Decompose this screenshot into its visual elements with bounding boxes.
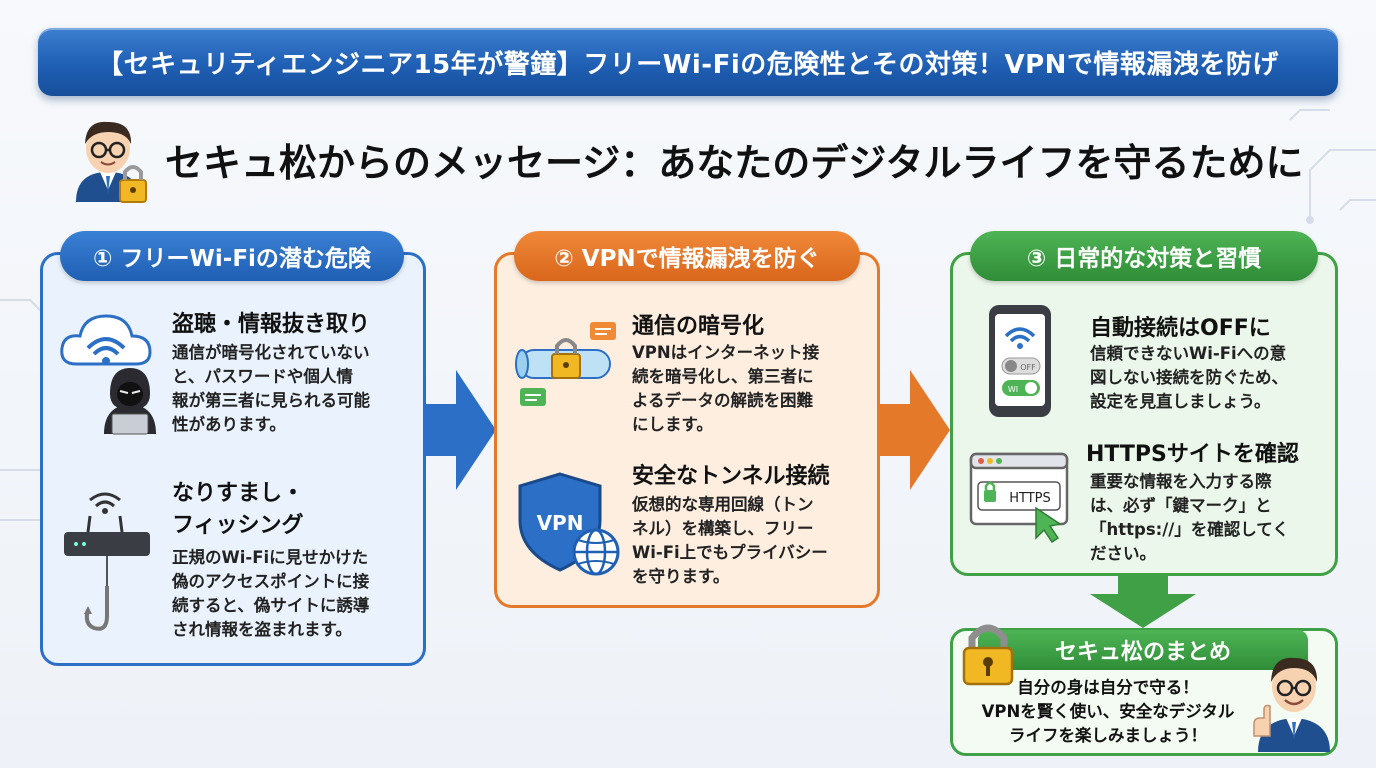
item-phishing-heading: なりすまし・ フィッシング: [172, 478, 304, 542]
cloud-wifi-icon: [60, 314, 152, 366]
summary-title: セキュ松のまとめ: [978, 630, 1308, 670]
heading-line: なりすまし・: [172, 481, 305, 506]
heading-line: フィッシング: [172, 513, 304, 538]
panel-1-label: ① フリーWi-Fiの潜む危険: [60, 231, 404, 281]
text-line: 偽のアクセスポイントに接: [172, 572, 370, 591]
title-banner: 【セキュリティエンジニア15年が警鐘】フリーWi-Fiの危険性とその対策！VPN…: [38, 28, 1338, 96]
message-title: セキュ松からのメッセージ：あなたのデジタルライフを守るために: [165, 141, 1304, 185]
text-line: 通信が暗号化されていない: [172, 343, 370, 362]
text-line: 図しない接続を防ぐため、: [1090, 368, 1288, 387]
hacker-icon: [104, 368, 156, 435]
engineer-thumbsup-icon: [1253, 657, 1330, 752]
text-line: 報が第三者に見られる可能: [172, 391, 370, 410]
summary-text: 自分の身は自分で守る！ VPNを賢く使い、安全なデジタル ライフを楽しみましょう…: [960, 676, 1256, 748]
text-line: 続すると、偽サイトに誘導: [172, 596, 370, 615]
item-encryption-text: VPNはインターネット接 続を暗号化し、第三者に よるデータの解読を困難 にしま…: [632, 341, 819, 437]
phone-toggle-icon: OFF WI: [989, 305, 1051, 417]
item-https-text: 重要な情報を入力する際 は、必ず「鍵マーク」と 「https://」を確認してく…: [1090, 470, 1289, 566]
summary-line: ライフを楽しみましょう！: [1009, 726, 1207, 745]
item-eavesdrop-text: 通信が暗号化されていない と、パスワードや個人情 報が第三者に見られる可能 性が…: [172, 341, 370, 437]
text-line: 性があります。: [172, 415, 286, 434]
toggle-off-text: OFF: [1020, 363, 1036, 372]
orange-flow-arrow: [880, 370, 950, 490]
toggle-on-text: WI: [1008, 385, 1018, 394]
blue-flow-arrow: [426, 370, 496, 490]
item-phishing-text: 正規のWi-Fiに見せかけた 偽のアクセスポイントに接 続すると、偽サイトに誘導…: [172, 546, 369, 642]
text-line: VPNはインターネット接: [632, 343, 820, 362]
summary-line: VPNを賢く使い、安全なデジタル: [981, 702, 1235, 721]
fake-router-hook-icon: [64, 492, 150, 631]
https-badge-text: HTTPS: [1009, 491, 1051, 506]
text-line: ださい。: [1090, 544, 1156, 563]
text-line: 続を暗号化し、第三者に: [632, 367, 814, 386]
padlock-icon: [962, 624, 1014, 686]
text-line: 正規のWi-Fiに見せかけた: [172, 548, 369, 567]
https-browser-icon: HTTPS: [969, 452, 1069, 544]
summary-line: 自分の身は自分で守る！: [1017, 678, 1199, 697]
banner-title: 【セキュリティエンジニア15年が警鐘】フリーWi-Fiの危険性とその対策！VPN…: [97, 49, 1279, 80]
text-line: と、パスワードや個人情: [172, 367, 353, 386]
vpn-shield-icon: VPN: [518, 472, 620, 576]
encrypted-pipe-icon: [515, 322, 616, 406]
text-line: にします。: [632, 415, 713, 434]
text-line: ネル）を構築し、フリー: [632, 519, 814, 538]
text-line: は、必ず「鍵マーク」と: [1090, 496, 1272, 515]
green-down-arrow: [1090, 576, 1196, 628]
vpn-shield-text: VPN: [537, 511, 584, 535]
item-autoconnect-heading: 自動接続はOFFに: [1090, 316, 1271, 341]
text-line: 設定を見直しましょう。: [1090, 392, 1271, 411]
panel-3-label: ③ 日常的な対策と習慣: [970, 231, 1318, 281]
item-tunnel-heading: 安全なトンネル接続: [632, 464, 830, 489]
text-line: Wi-Fi上でもプライバシー: [632, 543, 828, 562]
text-line: を守ります。: [632, 567, 730, 586]
panel-vpn-protection: [494, 252, 880, 608]
text-line: 重要な情報を入力する際: [1090, 472, 1272, 491]
item-https-heading: HTTPSサイトを確認: [1086, 442, 1299, 467]
panel-2-label: ② VPNで情報漏洩を防ぐ: [514, 231, 860, 281]
item-encryption-heading: 通信の暗号化: [632, 314, 765, 339]
text-line: よるデータの解読を困難: [632, 391, 814, 410]
item-autoconnect-text: 信頼できないWi-Fiへの意 図しない接続を防ぐため、 設定を見直しましょう。: [1090, 342, 1288, 414]
text-line: され情報を盗まれます。: [172, 620, 352, 639]
text-line: 信頼できないWi-Fiへの意: [1090, 344, 1287, 363]
text-line: 「https://」を確認してく: [1090, 520, 1289, 539]
text-line: 仮想的な専用回線（トン: [632, 495, 814, 514]
engineer-avatar-icon: [76, 121, 147, 203]
item-tunnel-text: 仮想的な専用回線（トン ネル）を構築し、フリー Wi-Fi上でもプライバシー を…: [632, 493, 828, 589]
item-eavesdrop-heading: 盗聴・情報抜き取り: [172, 312, 371, 337]
